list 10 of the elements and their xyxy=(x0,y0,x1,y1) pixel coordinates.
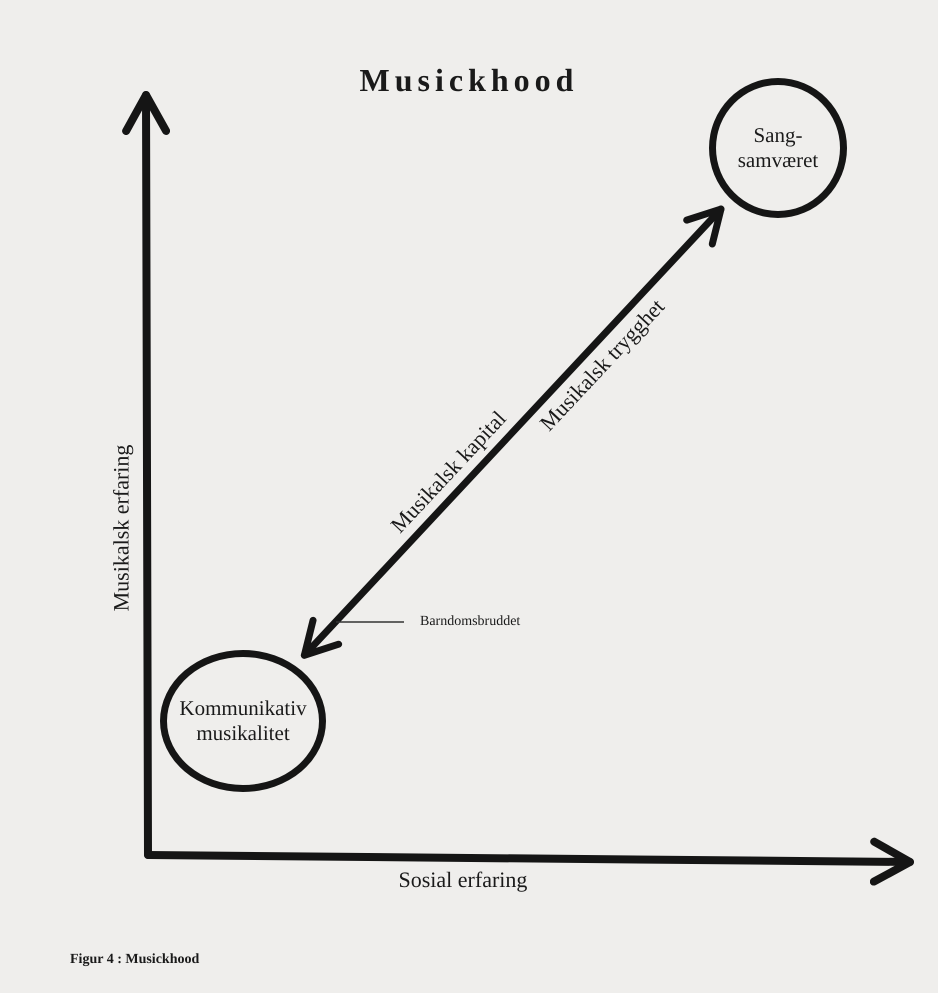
circle-node xyxy=(160,650,326,792)
double-arrow xyxy=(300,206,724,659)
node-label: Sang- samværet xyxy=(736,122,820,174)
node-label: Kommunikativ musikalitet xyxy=(178,696,308,746)
caption: Figur 4 : Musickhood xyxy=(70,952,200,968)
circle-node xyxy=(709,78,847,218)
axis-label: Sosial erfaring xyxy=(398,867,528,893)
annotation-text: Barndomsbruddet xyxy=(420,614,520,630)
title: Musickhood xyxy=(358,62,580,99)
axis-label: Musikalsk erfaring xyxy=(108,444,134,612)
